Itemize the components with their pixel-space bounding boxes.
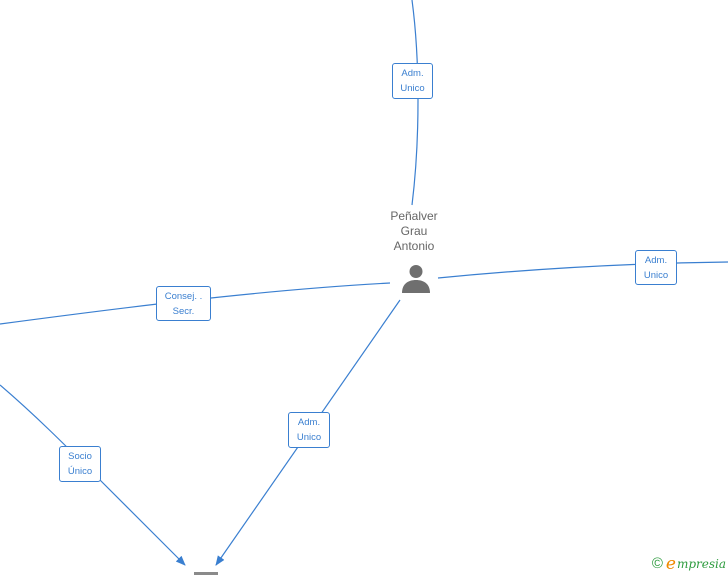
relation-label-line: Socio [68, 451, 92, 462]
relation-label-line: Unico [643, 269, 669, 281]
relation-label-line: Adm. [644, 254, 668, 266]
logo-text: mpresia [676, 557, 726, 571]
person-name-line-1: Peñalver [390, 209, 438, 223]
relation-label-line: Único [67, 466, 93, 477]
copyright-icon: © [651, 555, 663, 572]
logo-initial: e [665, 554, 676, 574]
relation-label-line: Unico [400, 83, 425, 94]
relation-label-line: Adm. [297, 417, 321, 428]
relation-label-line: Unico [296, 432, 322, 443]
relation-label-line: Adm. [401, 68, 424, 79]
relation-label-left[interactable]: Consej. . Secr. [156, 286, 211, 321]
person-name-line-3: Antonio [393, 239, 435, 253]
relation-label-right[interactable]: Adm. Unico [635, 250, 677, 285]
company-node-partial[interactable] [194, 572, 218, 575]
relation-label-line: Secr. [172, 305, 195, 317]
brand-logo: © e mpresia [651, 554, 726, 574]
person-name-line-2: Grau [400, 224, 428, 238]
person-icon[interactable] [401, 263, 431, 293]
edge-right [437, 261, 728, 279]
relation-label-line: Consej. . [164, 290, 203, 302]
relation-label-bottom-center[interactable]: Adm. Unico [288, 412, 330, 448]
person-node-name[interactable]: Peñalver Grau Antonio [376, 209, 452, 254]
relation-label-top[interactable]: Adm. Unico [392, 63, 433, 99]
relation-label-bottom-left[interactable]: Socio Único [59, 446, 101, 482]
edge-top [411, 0, 419, 206]
